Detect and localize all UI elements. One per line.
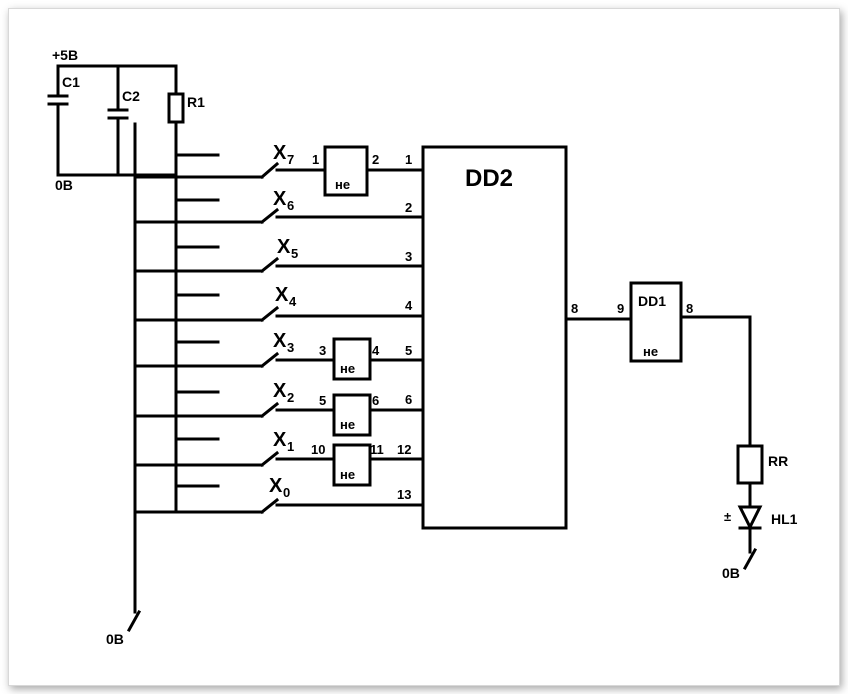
plus-5v-label: +5В: [52, 47, 78, 63]
svg-text:X: X: [273, 380, 287, 402]
svg-text:X: X: [275, 284, 289, 306]
c1-label: C1: [62, 74, 80, 90]
inverter-4-label: не: [340, 467, 355, 482]
dd2-pin-label: 4: [405, 298, 413, 313]
dd2-pin-label: 2: [405, 200, 412, 215]
led-triangle: [737, 505, 763, 531]
inverter-3: [332, 393, 372, 437]
inverter-1-out-pin: 2: [372, 152, 379, 167]
inverter-2-out-pin: 4: [372, 343, 380, 358]
dd1-out-pin: 8: [686, 301, 693, 316]
c2-label: C2: [122, 88, 140, 104]
svg-text:4: 4: [289, 294, 297, 309]
svg-text:0: 0: [283, 485, 290, 500]
dd2-pin-label: 6: [405, 392, 412, 407]
svg-text:5: 5: [291, 246, 298, 261]
r1-label: R1: [187, 94, 205, 110]
inverter-3-label: не: [340, 417, 355, 432]
rr-resistor: [736, 444, 764, 485]
svg-text:X: X: [273, 330, 287, 352]
dd2-pin-label: 13: [397, 487, 411, 502]
switch-label-x6: X 6: [273, 188, 294, 213]
inverter-2-in-pin: 3: [319, 343, 326, 358]
dd2-pin-label: 1: [405, 152, 412, 167]
inverter-2: [332, 337, 372, 381]
led-polarity-label: ±: [724, 509, 731, 524]
hl1-label: HL1: [771, 511, 798, 527]
inverter-4: [332, 443, 372, 487]
switch-label-x4: X 4: [275, 284, 297, 309]
svg-text:X: X: [273, 188, 287, 210]
dd2-chip: [421, 145, 568, 530]
dd2-pin-label: 5: [405, 343, 412, 358]
power-rails: [47, 64, 220, 633]
dd1-chip: [629, 281, 683, 363]
switch-label-x1: X 1: [273, 429, 294, 454]
svg-text:7: 7: [287, 152, 294, 167]
output-wiring: [564, 315, 763, 571]
switch-label-x2: X 2: [273, 380, 294, 405]
inverter-1-in-pin: 1: [312, 152, 319, 167]
svg-text:X: X: [269, 475, 283, 497]
dd1-label: DD1: [638, 293, 666, 309]
rr-label: RR: [768, 453, 788, 469]
dd2-pin-label: 3: [405, 249, 412, 264]
switch-label-x0: X 0: [269, 475, 290, 500]
switch-lines: [133, 161, 425, 515]
dd1-in-pin: 9: [617, 301, 624, 316]
inverter-2-label: не: [340, 361, 355, 376]
ground-top-label: 0В: [55, 177, 73, 193]
svg-text:2: 2: [287, 390, 294, 405]
svg-text:6: 6: [287, 198, 294, 213]
inverter-4-in-pin: 10: [311, 442, 325, 457]
ground-bottom-label: 0В: [106, 631, 124, 647]
inverter-1: [323, 145, 369, 197]
inverter-3-in-pin: 5: [319, 393, 326, 408]
inverter-3-out-pin: 6: [372, 393, 379, 408]
switch-label-x7: X 7: [273, 142, 294, 167]
inverter-1-label: не: [335, 177, 350, 192]
ground-right-label: 0В: [722, 565, 740, 581]
switch-label-x3: X 3: [273, 330, 294, 355]
svg-text:X: X: [273, 429, 287, 451]
svg-text:3: 3: [287, 340, 294, 355]
r1-resistor: [167, 92, 185, 124]
dd2-label: DD2: [465, 165, 513, 192]
dd2-out-pin: 8: [571, 301, 578, 316]
svg-text:X: X: [277, 236, 291, 258]
dd1-sub-label: не: [643, 344, 658, 359]
dd2-pin-label: 12: [397, 442, 411, 457]
switch-label-x5: X 5: [277, 236, 298, 261]
svg-text:X: X: [273, 142, 287, 164]
inverter-4-out-pin: 11: [370, 442, 384, 457]
svg-text:1: 1: [287, 439, 294, 454]
